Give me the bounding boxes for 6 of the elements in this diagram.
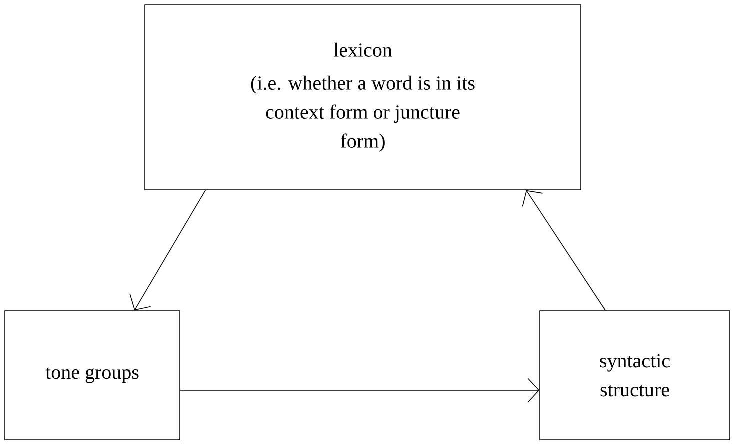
text-box: lexicon (i.e. whether a word is in its context form or juncture form) bbox=[144, 4, 582, 190]
arrow bbox=[180, 378, 540, 403]
text-box: tone groups bbox=[4, 310, 180, 440]
arrow bbox=[522, 190, 606, 311]
text-box: syntactic structure bbox=[540, 310, 730, 440]
arrow bbox=[130, 190, 206, 311]
